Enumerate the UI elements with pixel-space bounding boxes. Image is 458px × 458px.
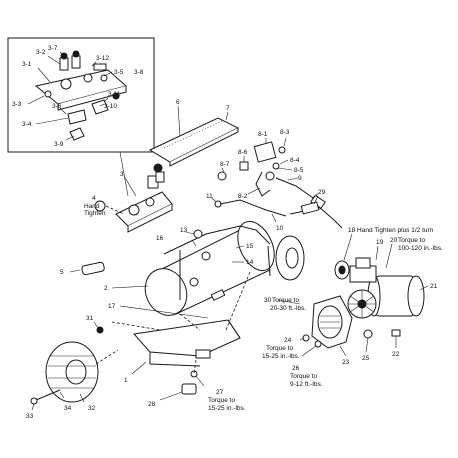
label-3: 3 (120, 171, 124, 178)
base-frame-part-1 (131, 319, 241, 375)
guard-part-23 (311, 295, 353, 357)
motor-pump-assembly (334, 233, 429, 319)
shroud-part-7 (148, 105, 240, 167)
label-20-note-2: 100-120 in.-lbs. (398, 245, 443, 252)
label-3-12: 3-12 (96, 55, 109, 62)
power-cord-part-29 (289, 195, 343, 229)
handle-frame (163, 225, 271, 300)
label-32: 32 (88, 405, 96, 412)
label-2: 2 (104, 285, 108, 292)
bolt-part-26 (314, 340, 322, 348)
label-8-4: 8-4 (290, 157, 300, 164)
manifold-part-3 (115, 163, 173, 233)
label-6: 6 (176, 99, 180, 106)
bolt-part-24 (302, 334, 310, 342)
label-3-10: 3-10 (104, 103, 117, 110)
label-24: 24 (284, 337, 292, 344)
washer-part-31 (96, 326, 104, 334)
label-11: 11 (206, 193, 213, 200)
label-3-1: 3-1 (22, 61, 32, 68)
label-34: 34 (64, 405, 72, 412)
label-20-note-1: Torque to (398, 237, 425, 244)
label-3-5: 3-5 (114, 69, 124, 76)
label-20: 20 (390, 237, 398, 244)
label-15: 15 (246, 243, 254, 250)
label-29: 29 (318, 189, 326, 196)
label-19: 19 (376, 239, 384, 246)
label-1: 1 (124, 377, 128, 384)
label-4-note-1: Hand (84, 203, 100, 210)
axle-bolt-part-33 (30, 389, 61, 411)
label-26-note-1: Torque to (290, 373, 317, 380)
label-3-7: 3-7 (48, 45, 58, 52)
label-18: 18 Hand Tighten plus 1/2 turn (348, 227, 434, 234)
label-7: 7 (226, 105, 230, 112)
label-26: 26 (292, 365, 300, 372)
drain-part-4 (94, 200, 106, 212)
label-8-5: 8-5 (294, 167, 304, 174)
label-30-note-1: Torque to (272, 297, 299, 304)
label-25: 25 (362, 355, 370, 362)
label-28: 28 (148, 401, 156, 408)
label-27-note-2: 15-25 in.-lbs. (208, 405, 246, 412)
washer-part-22 (391, 329, 401, 348)
label-8-3: 8-3 (280, 129, 290, 136)
label-30: 30 (264, 297, 272, 304)
label-4-note-2: Tighten (84, 210, 106, 217)
label-3-8: 3-8 (134, 69, 144, 76)
label-3-3: 3-3 (12, 101, 22, 108)
label-8-6: 8-6 (238, 149, 248, 156)
label-3-6: 3-6 (52, 103, 62, 110)
label-33: 33 (26, 413, 34, 420)
label-8-7: 8-7 (220, 161, 230, 168)
label-30-note-2: 20-30 ft.-lbs. (270, 305, 306, 312)
bolt-part-13 (193, 229, 203, 239)
label-16: 16 (156, 235, 164, 242)
label-13: 13 (180, 227, 188, 234)
wheel-right (275, 235, 305, 281)
bolt-part-27 (190, 370, 205, 387)
label-23: 23 (342, 359, 350, 366)
pressure-switch-part-8 (217, 137, 326, 210)
label-22: 22 (392, 351, 400, 358)
label-3-9: 3-9 (54, 141, 64, 148)
label-27-note-1: Torque to (208, 397, 235, 404)
label-5: 5 (60, 269, 64, 276)
hose-part-11 (211, 197, 287, 223)
label-24-note-1: Torque to (266, 345, 293, 352)
grip-part-5 (81, 261, 105, 276)
label-8-2: 8-2 (238, 193, 248, 200)
label-3-2: 3-2 (36, 49, 46, 56)
label-10: 10 (276, 225, 284, 232)
inset-subassembly-3 (7, 37, 155, 153)
foot-part-28 (159, 383, 197, 401)
label-17: 17 (108, 303, 116, 310)
label-24-note-2: 15-25 in.-lbs. (262, 353, 300, 360)
label-14: 14 (246, 259, 254, 266)
nut-part-25 (363, 329, 373, 353)
label-8-1: 8-1 (258, 131, 268, 138)
label-27: 27 (216, 389, 224, 396)
label-4: 4 (92, 195, 96, 202)
label-21: 21 (430, 283, 438, 290)
label-3-4: 3-4 (22, 121, 32, 128)
air-tank-part-2 (144, 220, 275, 316)
label-3-11: 3-11 (108, 91, 121, 98)
label-31: 31 (86, 315, 94, 322)
label-9: 9 (298, 175, 302, 182)
wheel-part-32 (45, 341, 99, 403)
label-26-note-2: 9-12 ft.-lbs. (290, 381, 323, 388)
